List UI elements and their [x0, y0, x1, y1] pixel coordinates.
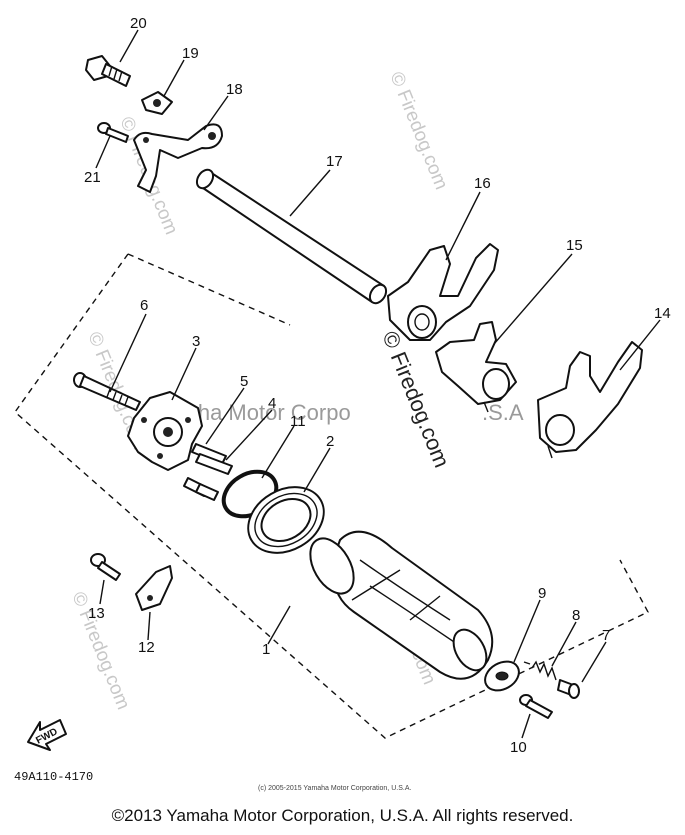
callout-20: 20: [130, 15, 147, 32]
part-5-pins: [183, 443, 233, 501]
callout-9: 9: [538, 585, 546, 602]
callout-21: 21: [84, 169, 101, 186]
part-14-shift-fork: [537, 341, 643, 459]
part-12-plate: [135, 565, 173, 611]
callout-3: 3: [192, 333, 200, 350]
part-7-pin: [557, 679, 580, 699]
watermark-firedog: © Firedog.com: [385, 69, 451, 193]
callout-11: 11: [290, 413, 306, 430]
part-15-shift-fork: [435, 321, 517, 413]
callout-labels: 20 19 18 21 17 16 15 14 6 3 5 4 11 2 1 9…: [84, 15, 671, 756]
small-copyright: (c) 2005-2015 Yamaha Motor Corporation, …: [258, 785, 411, 792]
callout-5: 5: [240, 373, 248, 390]
part-16-shift-fork: [387, 243, 499, 341]
callout-7: 7: [602, 627, 610, 644]
callout-10: 10: [510, 739, 527, 756]
callout-19: 19: [182, 45, 199, 62]
part-19-nut: [141, 91, 173, 115]
part-9-washer: [484, 660, 520, 692]
part-20-bolt: [85, 55, 131, 87]
callout-12: 12: [138, 639, 155, 656]
part-10-screw: [519, 694, 553, 719]
part-13-screw: [90, 553, 121, 581]
callout-2: 2: [326, 433, 334, 450]
part-21-screw: [97, 122, 129, 143]
part-code: 49A110-4170: [14, 770, 93, 784]
leader-lines: [95, 29, 661, 739]
callout-8: 8: [572, 607, 580, 624]
callout-6: 6: [140, 297, 148, 314]
callout-15: 15: [566, 237, 583, 254]
fwd-arrow-icon: FWD: [27, 719, 67, 751]
callout-4: 4: [268, 395, 276, 412]
assembly-boundary: [14, 253, 649, 739]
callout-14: 14: [654, 305, 671, 322]
part-17-shaft: [195, 168, 388, 305]
watermark-yamaha-tail: .S.A: [482, 400, 524, 425]
assembly-boundary-top: [127, 253, 291, 326]
callout-16: 16: [474, 175, 491, 192]
part-3-segment: [127, 391, 203, 471]
part-2-bearing: [247, 486, 325, 554]
callout-1: 1: [262, 641, 270, 658]
callout-18: 18: [226, 81, 243, 98]
part-18-stopper-lever: [133, 123, 223, 193]
part-1-shift-drum: [309, 530, 494, 680]
part-8-spring: [523, 660, 557, 681]
callout-13: 13: [88, 605, 105, 622]
footer-copyright: ©2013 Yamaha Motor Corporation, U.S.A. A…: [111, 806, 574, 825]
part-6-bolt: [73, 372, 141, 411]
callout-17: 17: [326, 153, 343, 170]
